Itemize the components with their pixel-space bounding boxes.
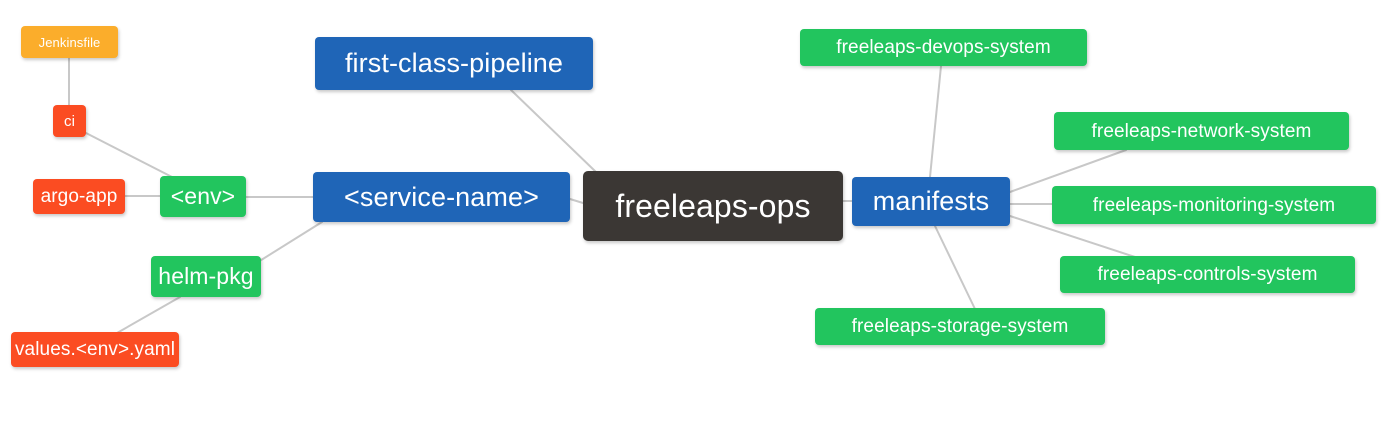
edge-helm-pkg-values-yaml	[116, 296, 181, 334]
node-label: helm-pkg	[158, 263, 254, 289]
node-argo-app[interactable]: argo-app	[33, 179, 125, 214]
node-label: ci	[63, 112, 76, 130]
node-freeleaps-controls-system[interactable]: freeleaps-controls-system	[1060, 256, 1355, 293]
node-label: freeleaps-controls-system	[1097, 264, 1318, 285]
node-label: freeleaps-ops	[615, 188, 811, 224]
node-label: freeleaps-devops-system	[836, 37, 1051, 58]
edge-root-first-class-pipeline	[510, 89, 597, 173]
edge-root-service-name	[569, 198, 584, 204]
node-label: freeleaps-network-system	[1091, 120, 1312, 142]
node-label: values.<env>.yaml	[14, 339, 176, 360]
node-label: argo-app	[40, 186, 118, 207]
node-label: manifests	[872, 186, 990, 216]
node-label: first-class-pipeline	[344, 48, 564, 78]
node-label: freeleaps-monitoring-system	[1092, 194, 1336, 216]
node-freeleaps-devops-system[interactable]: freeleaps-devops-system	[800, 29, 1087, 66]
node-helm-pkg[interactable]: helm-pkg	[151, 256, 261, 297]
edge-manifests-storage-system	[934, 225, 976, 310]
node-label: freeleaps-storage-system	[851, 316, 1069, 337]
node-values-yaml[interactable]: values.<env>.yaml	[11, 332, 179, 367]
node-freeleaps-ops[interactable]: freeleaps-ops	[583, 171, 843, 241]
node-env[interactable]: <env>	[160, 176, 246, 217]
node-ci[interactable]: ci	[53, 105, 86, 137]
edge-env-ci	[85, 132, 175, 179]
node-jenkinsfile[interactable]: Jenkinsfile	[21, 26, 118, 58]
edge-service-name-helm-pkg	[257, 221, 323, 263]
edge-manifests-devops-system	[929, 65, 942, 178]
node-freeleaps-monitoring-system[interactable]: freeleaps-monitoring-system	[1052, 186, 1376, 224]
node-label: <env>	[170, 183, 236, 209]
node-label: <service-name>	[344, 181, 539, 212]
node-freeleaps-network-system[interactable]: freeleaps-network-system	[1054, 112, 1349, 150]
node-manifests[interactable]: manifests	[852, 177, 1010, 226]
node-freeleaps-storage-system[interactable]: freeleaps-storage-system	[815, 308, 1105, 345]
node-first-class-pipeline[interactable]: first-class-pipeline	[315, 37, 593, 90]
node-service-name[interactable]: <service-name>	[313, 172, 570, 222]
node-label: Jenkinsfile	[38, 34, 101, 50]
